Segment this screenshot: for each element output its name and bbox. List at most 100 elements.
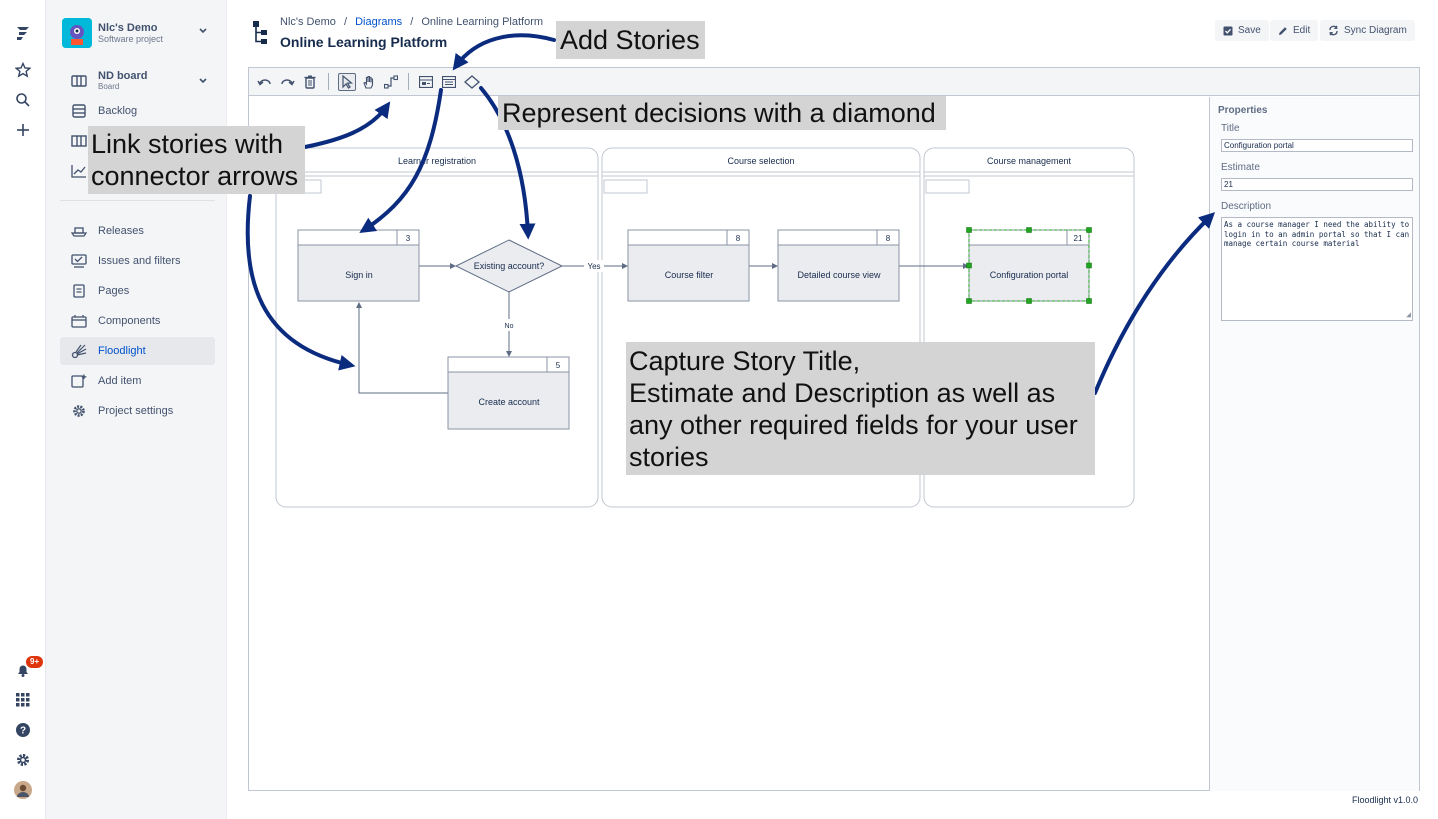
- decision-diamond-icon[interactable]: [463, 73, 481, 91]
- redo-icon[interactable]: [278, 73, 296, 91]
- sidebar-item-label: Backlog: [98, 105, 138, 117]
- save-button[interactable]: Save: [1215, 20, 1269, 41]
- sidebar-item-label: Floodlight: [98, 345, 146, 357]
- page-title: Online Learning Platform: [280, 34, 448, 50]
- sync-icon: [1329, 25, 1338, 36]
- pencil-icon: [1279, 26, 1287, 35]
- help-icon[interactable]: ?: [12, 719, 34, 741]
- sidebar-item-label: Releases: [98, 225, 144, 237]
- backlog-icon: [66, 104, 92, 118]
- callout-line: stories: [629, 442, 709, 472]
- sidebar-item-backlog[interactable]: Backlog: [60, 97, 215, 125]
- floodlight-icon: [66, 344, 92, 358]
- estimate-label: Estimate: [1221, 162, 1260, 173]
- board-switcher[interactable]: ND board Board: [60, 67, 215, 95]
- edit-button[interactable]: Edit: [1270, 20, 1319, 41]
- notification-badge: 9+: [26, 656, 44, 668]
- columns-icon: [66, 134, 92, 148]
- connector-tool-icon[interactable]: [382, 73, 400, 91]
- project-avatar: [62, 18, 92, 48]
- callout-text: Represent decisions with a diamond: [502, 98, 936, 128]
- title-label: Title: [1221, 123, 1240, 134]
- resize-handle-icon[interactable]: ◢: [1406, 310, 1411, 319]
- estimate-field[interactable]: [1221, 178, 1413, 191]
- sidebar-item-issues[interactable]: Issues and filters: [60, 247, 215, 275]
- breadcrumb-separator: /: [410, 16, 414, 28]
- sidebar-item-floodlight[interactable]: Floodlight: [60, 337, 215, 365]
- app-switcher-icon[interactable]: [12, 689, 34, 711]
- diagram-tree-icon: [252, 20, 270, 51]
- breadcrumb-current: Online Learning Platform: [421, 16, 544, 28]
- edit-label: Edit: [1293, 25, 1311, 36]
- description-text: As a course manager I need the ability t…: [1224, 220, 1410, 248]
- breadcrumb-project[interactable]: Nlc's Demo: [280, 16, 336, 28]
- add-item-icon: [66, 374, 92, 388]
- properties-panel: Properties Title Estimate Description As…: [1209, 97, 1419, 791]
- callout-link-stories: Link stories with connector arrows: [88, 126, 305, 194]
- chevron-down-icon: [198, 77, 208, 88]
- user-avatar[interactable]: [12, 779, 34, 801]
- callout-text: Add Stories: [560, 25, 700, 55]
- settings-gear-icon[interactable]: [12, 749, 34, 771]
- project-sidebar: Nlc's Demo Software project ND board Boa…: [46, 0, 227, 819]
- sidebar-item-label: Project settings: [98, 405, 174, 417]
- sidebar-item-label: Components: [98, 315, 161, 327]
- save-label: Save: [1238, 25, 1261, 36]
- add-list-story-icon[interactable]: [440, 73, 458, 91]
- callout-line: Capture Story Title,: [629, 346, 861, 376]
- sidebar-item-label: Add item: [98, 375, 142, 387]
- breadcrumb-separator: /: [343, 16, 348, 28]
- sync-diagram-button[interactable]: Sync Diagram: [1320, 20, 1415, 41]
- create-plus-icon[interactable]: [12, 119, 34, 141]
- callout-decisions: Represent decisions with a diamond: [498, 96, 946, 130]
- callout-line: Link stories with: [91, 129, 284, 159]
- description-textarea[interactable]: As a course manager I need the ability t…: [1221, 217, 1413, 321]
- sidebar-divider: [60, 200, 215, 201]
- page-icon: [66, 284, 92, 298]
- sidebar-item-add-item[interactable]: Add item: [60, 367, 215, 395]
- sidebar-item-project-settings[interactable]: Project settings: [60, 397, 215, 425]
- svg-text:?: ?: [20, 726, 26, 737]
- components-icon: [66, 314, 92, 328]
- board-title: ND board: [98, 70, 148, 82]
- sidebar-item-label: Issues and filters: [98, 255, 181, 267]
- save-icon: [1223, 26, 1233, 35]
- board-icon: [66, 74, 92, 88]
- project-name: Nlc's Demo: [98, 22, 158, 34]
- title-field[interactable]: [1221, 139, 1413, 152]
- sidebar-item-components[interactable]: Components: [60, 307, 215, 335]
- project-switcher[interactable]: Nlc's Demo Software project: [60, 16, 220, 50]
- description-label: Description: [1221, 201, 1272, 212]
- jira-logo-icon[interactable]: [12, 22, 34, 44]
- sidebar-item-pages[interactable]: Pages: [60, 277, 215, 305]
- sidebar-item-label: Pages: [98, 285, 130, 297]
- breadcrumb: Nlc's Demo / Diagrams / Online Learning …: [280, 16, 543, 28]
- trash-icon[interactable]: [301, 73, 319, 91]
- search-icon[interactable]: [12, 89, 34, 111]
- sidebar-item-reports[interactable]: [60, 157, 215, 185]
- chart-line-icon: [66, 164, 92, 178]
- toolbar-separator: [408, 73, 409, 90]
- pan-hand-icon[interactable]: [360, 73, 378, 91]
- toolbar-separator: [328, 73, 329, 90]
- properties-heading: Properties: [1218, 105, 1268, 116]
- sidebar-item-board-columns[interactable]: [60, 127, 215, 155]
- star-icon[interactable]: [12, 59, 34, 81]
- notifications-icon[interactable]: [12, 659, 34, 681]
- global-nav: 9+ ?: [0, 0, 46, 819]
- callout-capture-fields: Capture Story Title, Estimate and Descri…: [626, 342, 1095, 475]
- board-subtitle: Board: [98, 82, 120, 91]
- callout-line: connector arrows: [91, 161, 299, 191]
- sidebar-item-releases[interactable]: Releases: [60, 217, 215, 245]
- add-story-icon[interactable]: [417, 73, 435, 91]
- sync-label: Sync Diagram: [1344, 25, 1407, 36]
- undo-icon[interactable]: [256, 73, 274, 91]
- callout-add-stories: Add Stories: [556, 21, 705, 59]
- project-type: Software project: [98, 34, 164, 44]
- ship-icon: [66, 224, 92, 238]
- chevron-down-icon: [198, 27, 208, 38]
- issues-icon: [66, 254, 92, 268]
- breadcrumb-diagrams-link[interactable]: Diagrams: [355, 16, 403, 28]
- pointer-tool-icon[interactable]: [338, 73, 356, 91]
